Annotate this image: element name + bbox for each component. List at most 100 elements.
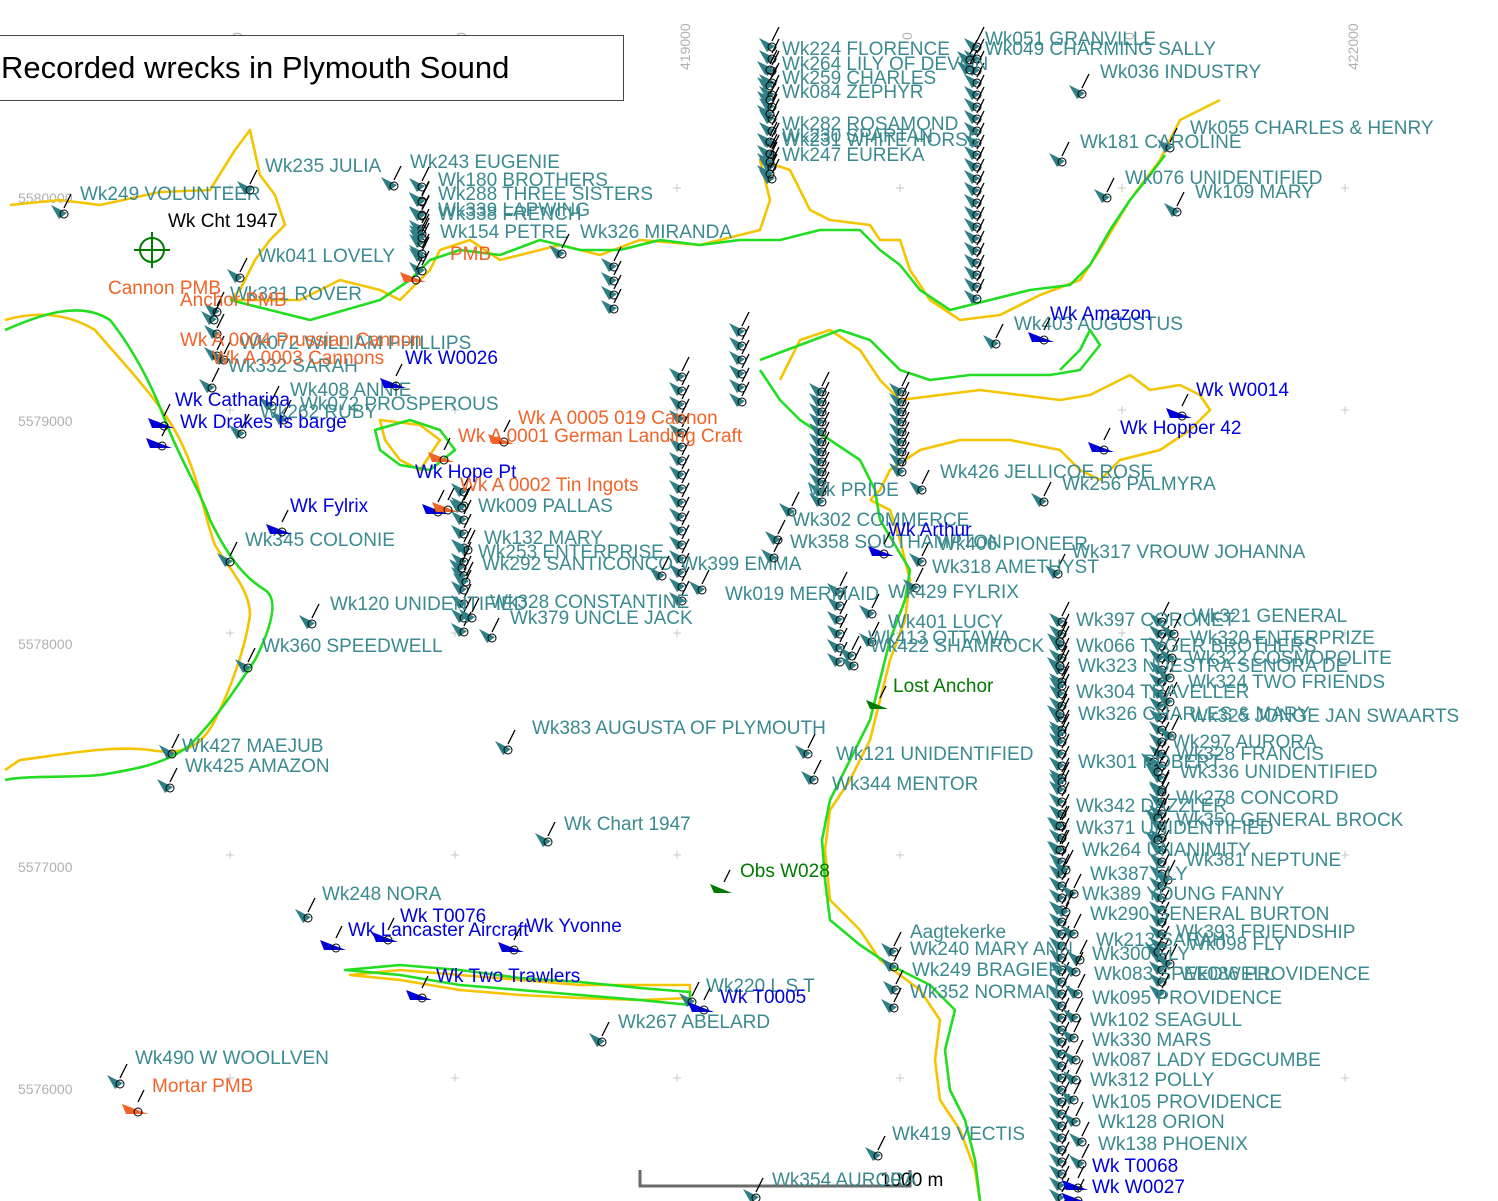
wreck-label: Wk049 CHARMING SALLY bbox=[985, 39, 1216, 60]
wreck-symbol-icon[interactable] bbox=[534, 821, 556, 848]
wreck-label: Wk T0005 bbox=[720, 987, 806, 1008]
wreck-symbol-icon[interactable] bbox=[1030, 481, 1052, 508]
wreck-symbol-icon[interactable] bbox=[1087, 427, 1115, 455]
wreck-label: Wk267 ABELARD bbox=[618, 1012, 770, 1033]
wreck-label: Wk224 FLORENCE bbox=[782, 39, 950, 60]
northing-tick-label: 5577000 bbox=[18, 859, 73, 875]
wreck-symbol-icon[interactable] bbox=[1064, 973, 1086, 1000]
wreck-symbol-icon[interactable] bbox=[1165, 393, 1193, 421]
wreck-symbol-icon[interactable] bbox=[864, 1135, 886, 1162]
wreck-label: Wk Lancaster Aircraft bbox=[348, 920, 529, 941]
wreck-symbol-icon[interactable] bbox=[800, 759, 822, 786]
northing-tick-label: 5576000 bbox=[18, 1081, 73, 1097]
wreck-label: Anchor PMB bbox=[180, 290, 287, 311]
wreck-label: Wk A 0005 019 Cannon bbox=[518, 408, 718, 429]
wreck-symbol-icon[interactable] bbox=[742, 1177, 764, 1201]
wreck-label: Wk371 UNIDENTIFIED bbox=[1076, 818, 1273, 839]
wreck-symbol-icon[interactable] bbox=[588, 1021, 610, 1048]
wreck-symbol-icon[interactable] bbox=[298, 603, 320, 630]
wreck-label: Wk427 MAEJUB bbox=[182, 736, 323, 757]
wreck-symbol-icon[interactable] bbox=[908, 469, 930, 496]
wreck-label: Wk249 VOLUNTEER bbox=[80, 184, 261, 205]
wreck-symbol-icon[interactable] bbox=[216, 541, 238, 568]
wreck-label: Wk325 JONGE JAN SWAARTS bbox=[1190, 706, 1459, 727]
wreck-label: Wk292 SANTICONCO bbox=[482, 554, 673, 575]
wreck-label: Wk326 CHARLES & MARY bbox=[1078, 704, 1310, 725]
wreck-label: Wk055 CHARLES & HENRY bbox=[1190, 118, 1434, 139]
wreck-symbol-icon[interactable] bbox=[1061, 1165, 1089, 1193]
wreck-label: Wk344 MENTOR bbox=[832, 774, 978, 795]
wreck-label: Wk339 LAPWING bbox=[438, 200, 590, 221]
wreck-label: Wk Drakes Is barge bbox=[180, 412, 347, 433]
wreck-symbol-icon[interactable] bbox=[156, 767, 178, 794]
wreck-symbol-icon[interactable] bbox=[1068, 73, 1090, 100]
wreck-symbol-icon[interactable] bbox=[1048, 141, 1070, 168]
wreck-label: Wk342 DAZZLER bbox=[1076, 796, 1227, 817]
wreck-symbol-icon[interactable] bbox=[234, 647, 256, 674]
wreck-symbol-icon[interactable] bbox=[1093, 177, 1115, 204]
easting-tick-label: 422000 bbox=[1345, 23, 1361, 70]
wreck-symbol-icon[interactable] bbox=[106, 1063, 128, 1090]
wreck-symbol-icon[interactable] bbox=[121, 1089, 149, 1117]
wreck-symbol-icon[interactable] bbox=[764, 519, 786, 546]
wreck-label: Wk330 MARS bbox=[1092, 1030, 1211, 1051]
wreck-symbol-icon[interactable] bbox=[226, 257, 248, 284]
wreck-label: Obs W028 bbox=[740, 861, 830, 882]
wreck-label: Wk A 0003 Cannons bbox=[212, 348, 384, 369]
wreck-label: Wk036 INDUSTRY bbox=[1100, 62, 1262, 83]
wreck-label: Wk247 EUREKA bbox=[782, 145, 925, 166]
wreck-label: Wk301 ROBERT bbox=[1078, 752, 1222, 773]
wreck-label: Wk379 UNCLE JACK bbox=[510, 608, 693, 629]
wreck-label: Wk264 LILY OF DEVON bbox=[782, 54, 988, 75]
wreck-label: Wk282 ROSAMOND bbox=[782, 114, 958, 135]
wreck-label: Wk109 MARY bbox=[1195, 182, 1314, 203]
wreck-label: Wk302 COMMERCE bbox=[792, 510, 969, 531]
wreck-label: Wk326 MIRANDA bbox=[580, 222, 732, 243]
wreck-label: Wk066 TYGER BROTHERS bbox=[1076, 636, 1316, 657]
wreck-label: Wk262 RUBY bbox=[260, 402, 378, 423]
wreck-label: Wk278 CONCORD bbox=[1176, 788, 1339, 809]
wreck-label: Wk084 ZEPHYR bbox=[782, 82, 923, 103]
wreck-label: Wk403 AUGUSTUS bbox=[1014, 314, 1183, 335]
wreck-label: Wk426 JELLICOE ROSE bbox=[940, 462, 1153, 483]
wreck-label: Wk Chart 1947 bbox=[564, 814, 691, 835]
wreck-label: Wk121 UNIDENTIFIED bbox=[836, 744, 1033, 765]
wreck-symbol-icon[interactable] bbox=[709, 869, 733, 894]
map-title: Recorded wrecks in Plymouth Sound bbox=[1, 50, 510, 85]
wreck-symbol-icon[interactable] bbox=[982, 323, 1004, 350]
wreck-label: Wk401 LUCY bbox=[888, 612, 1003, 633]
wreck-label: Wk009 PALLAS bbox=[478, 496, 613, 517]
wreck-label: Wk230 SPARTAN bbox=[782, 126, 933, 147]
wreck-label: Wk213 SARAH bbox=[1096, 930, 1226, 951]
wreck-symbol-icon[interactable] bbox=[294, 897, 316, 924]
wreck-label: Wk Amazon bbox=[1050, 304, 1151, 325]
easting-tick-label: 419000 bbox=[677, 23, 693, 70]
northing-tick-label: 5579000 bbox=[18, 413, 73, 429]
wreck-symbol-icon[interactable] bbox=[494, 729, 516, 756]
wreck-label: Wk T0068 bbox=[1092, 1156, 1178, 1177]
wreck-label: Wk397 CORONET bbox=[1076, 610, 1236, 631]
wreck-label: Wk389 YOUNG FANNY bbox=[1082, 884, 1285, 905]
wreck-label: Wk300 FLY bbox=[1092, 944, 1190, 965]
wreck-label: Wk A 0001 German Landing Craft bbox=[458, 426, 743, 447]
wreck-label: Wk381 NEPTUNE bbox=[1186, 850, 1341, 871]
scale-label: 1000 m bbox=[880, 1170, 943, 1191]
wreck-symbol-icon[interactable] bbox=[319, 925, 347, 953]
wreck-symbol-icon[interactable] bbox=[1068, 1143, 1090, 1170]
wreck-symbol-icon[interactable] bbox=[380, 165, 402, 192]
wreck-label: Wk Fylrix bbox=[290, 496, 369, 517]
wreck-label: Wk422 SHAMROCK bbox=[870, 636, 1045, 657]
wreck-symbol-icon[interactable] bbox=[158, 733, 180, 760]
lost-anchor-crosshair-icon bbox=[134, 232, 170, 268]
wreck-label: Cannon PMB bbox=[108, 278, 221, 299]
wreck-label: Wk350 GENERAL BROCK bbox=[1176, 810, 1404, 831]
wreck-symbol-icon[interactable] bbox=[478, 617, 500, 644]
wreck-symbol-icon[interactable] bbox=[1163, 191, 1185, 218]
wreck-label: Wk051 GRANVILLE bbox=[985, 29, 1156, 50]
wreck-label: Wk076 UNIDENTIFIED bbox=[1125, 168, 1322, 189]
wreck-label: Wk336 UNIDENTIFIED bbox=[1180, 762, 1377, 783]
wreck-label: Wk Two Trawlers bbox=[436, 966, 580, 987]
wreck-label: Wk235 JULIA bbox=[265, 156, 381, 177]
